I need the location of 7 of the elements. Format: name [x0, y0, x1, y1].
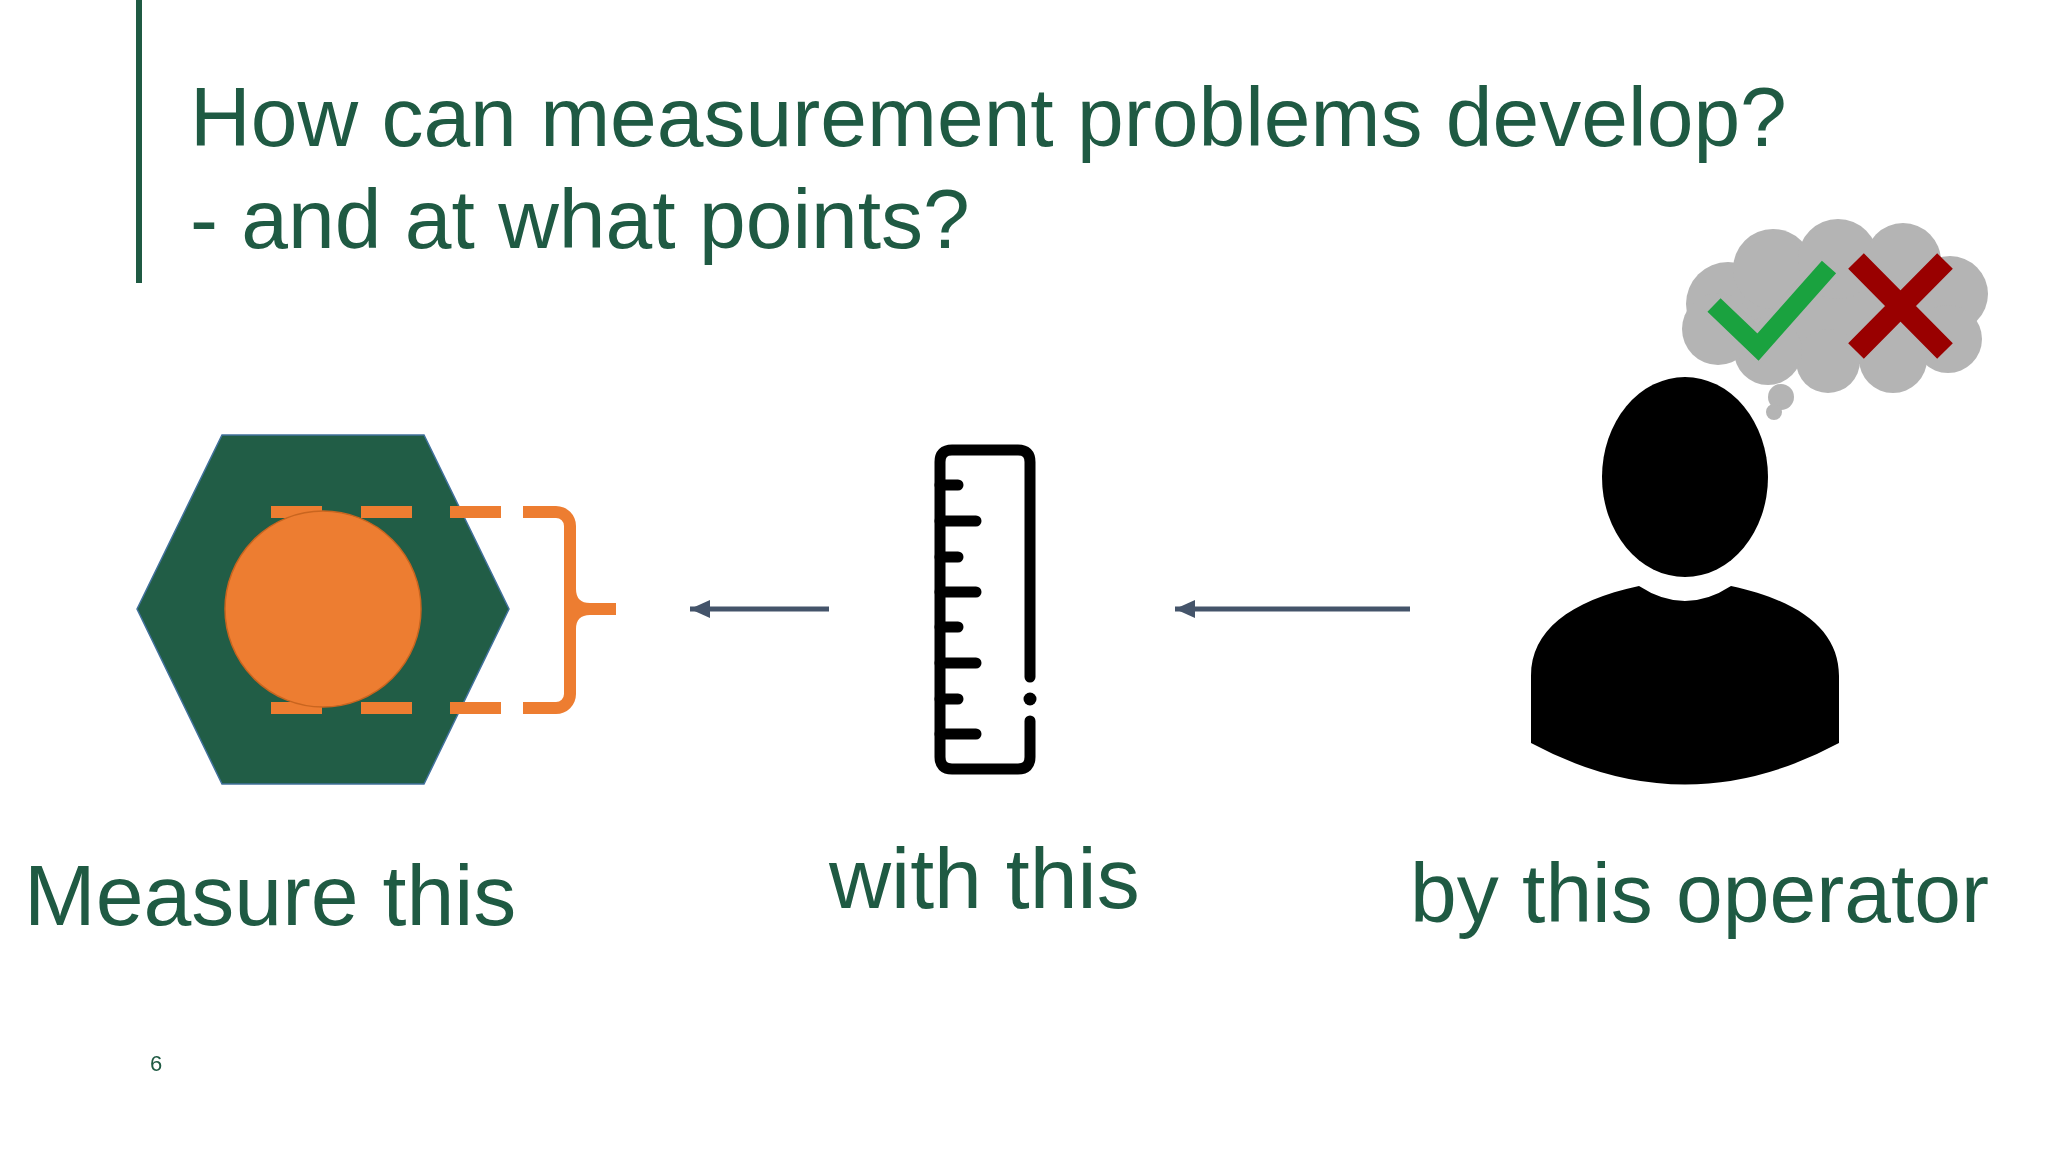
slide-title: How can measurement problems develop? - and at what points? [190, 69, 1788, 268]
node-label: by this operator [1410, 845, 1989, 942]
arrow [1175, 600, 1410, 618]
arrow [690, 600, 829, 618]
page-number: 6 [150, 1051, 163, 1077]
node-label: with this [829, 829, 1140, 928]
node-label: Measure this [24, 846, 517, 945]
